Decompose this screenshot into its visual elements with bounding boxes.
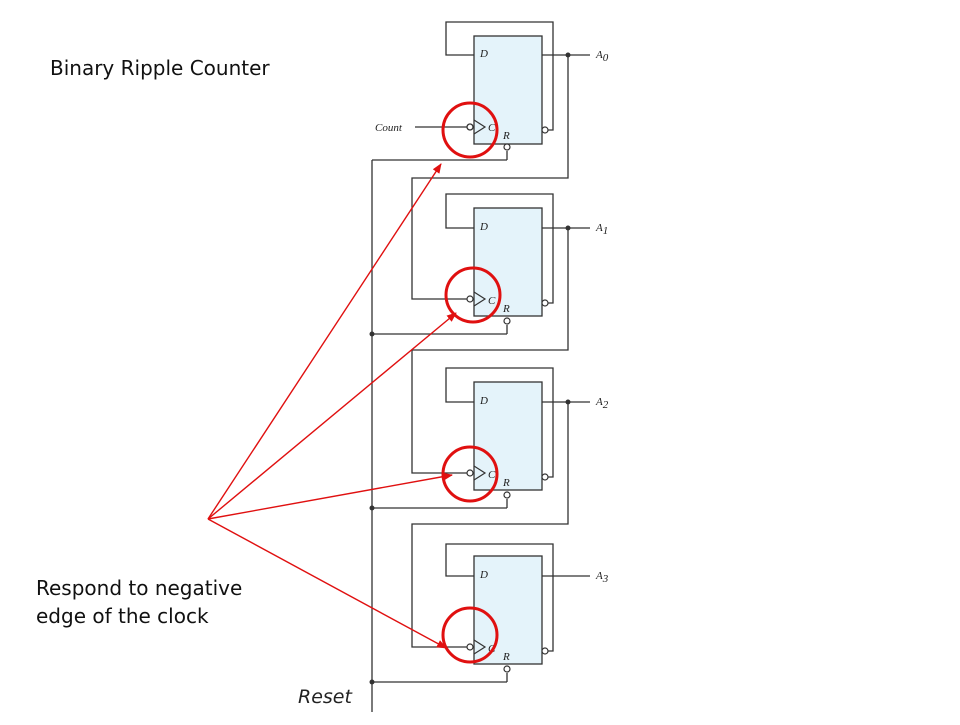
reset-bubble <box>503 491 511 499</box>
clock-triangle <box>473 119 487 135</box>
annotation-arrow <box>207 163 442 520</box>
pin-d-label: D <box>479 569 488 581</box>
annotation-line-2: edge of the clock <box>36 604 209 628</box>
reset-bubble <box>503 143 511 151</box>
clock-bubble <box>466 295 474 303</box>
flip-flop-body <box>473 35 543 145</box>
flip-flop-1 <box>466 207 549 325</box>
flip-flop-body <box>473 555 543 665</box>
pin-d-label: D <box>479 48 488 60</box>
pin-r-label: R <box>502 303 510 315</box>
annotation-line-1: Respond to negative <box>36 576 243 600</box>
pin-c-label: C <box>488 469 496 481</box>
pin-c-label: C <box>488 122 496 134</box>
flip-flop-0 <box>473 35 549 151</box>
pin-r-label: R <box>502 651 510 663</box>
highlight-circle <box>444 266 502 324</box>
flip-flop-2 <box>466 381 549 499</box>
reset-junction <box>369 331 375 337</box>
annotation-arrow <box>207 472 453 520</box>
clock-triangle <box>473 465 487 481</box>
reset-bus <box>371 151 508 712</box>
reset-label: Reset <box>298 686 352 708</box>
flip-flop-3 <box>466 555 549 673</box>
reset-junction <box>369 679 375 685</box>
clock-bubble <box>466 643 474 651</box>
pin-c-label: C <box>488 295 496 307</box>
clock-triangle <box>473 639 487 655</box>
q-not-bubble <box>541 647 549 655</box>
output-label-a3: A3 <box>595 570 609 585</box>
output-label-a0: A0 <box>595 49 609 64</box>
pin-r-label: R <box>502 477 510 489</box>
output-label-a2: A2 <box>595 396 609 411</box>
flip-flop-body <box>473 207 543 317</box>
q-not-bubble <box>541 299 549 307</box>
q-not-bubble <box>541 473 549 481</box>
reset-bubble <box>503 317 511 325</box>
annotation-text: Respond to negative edge of the clock <box>36 574 242 630</box>
flip-flop-body <box>473 381 543 491</box>
feedback-wires <box>445 21 554 652</box>
slide-title: Binary Ripple Counter <box>50 56 270 80</box>
annotation-arrow <box>207 312 457 520</box>
q-not-bubble <box>541 126 549 134</box>
clock-triangle <box>473 291 487 307</box>
highlight-circle <box>441 606 499 664</box>
pin-d-label: D <box>479 221 488 233</box>
count-label: Count <box>375 122 403 134</box>
pin-d-label: D <box>479 395 488 407</box>
count-input-wire <box>415 123 474 131</box>
reset-junction <box>369 505 375 511</box>
highlight-circle <box>441 101 499 159</box>
output-label-a1: A1 <box>595 222 608 237</box>
pin-r-label: R <box>502 130 510 142</box>
annotation-arrow <box>207 518 447 649</box>
reset-bubble <box>503 665 511 673</box>
clock-bubble <box>466 469 474 477</box>
